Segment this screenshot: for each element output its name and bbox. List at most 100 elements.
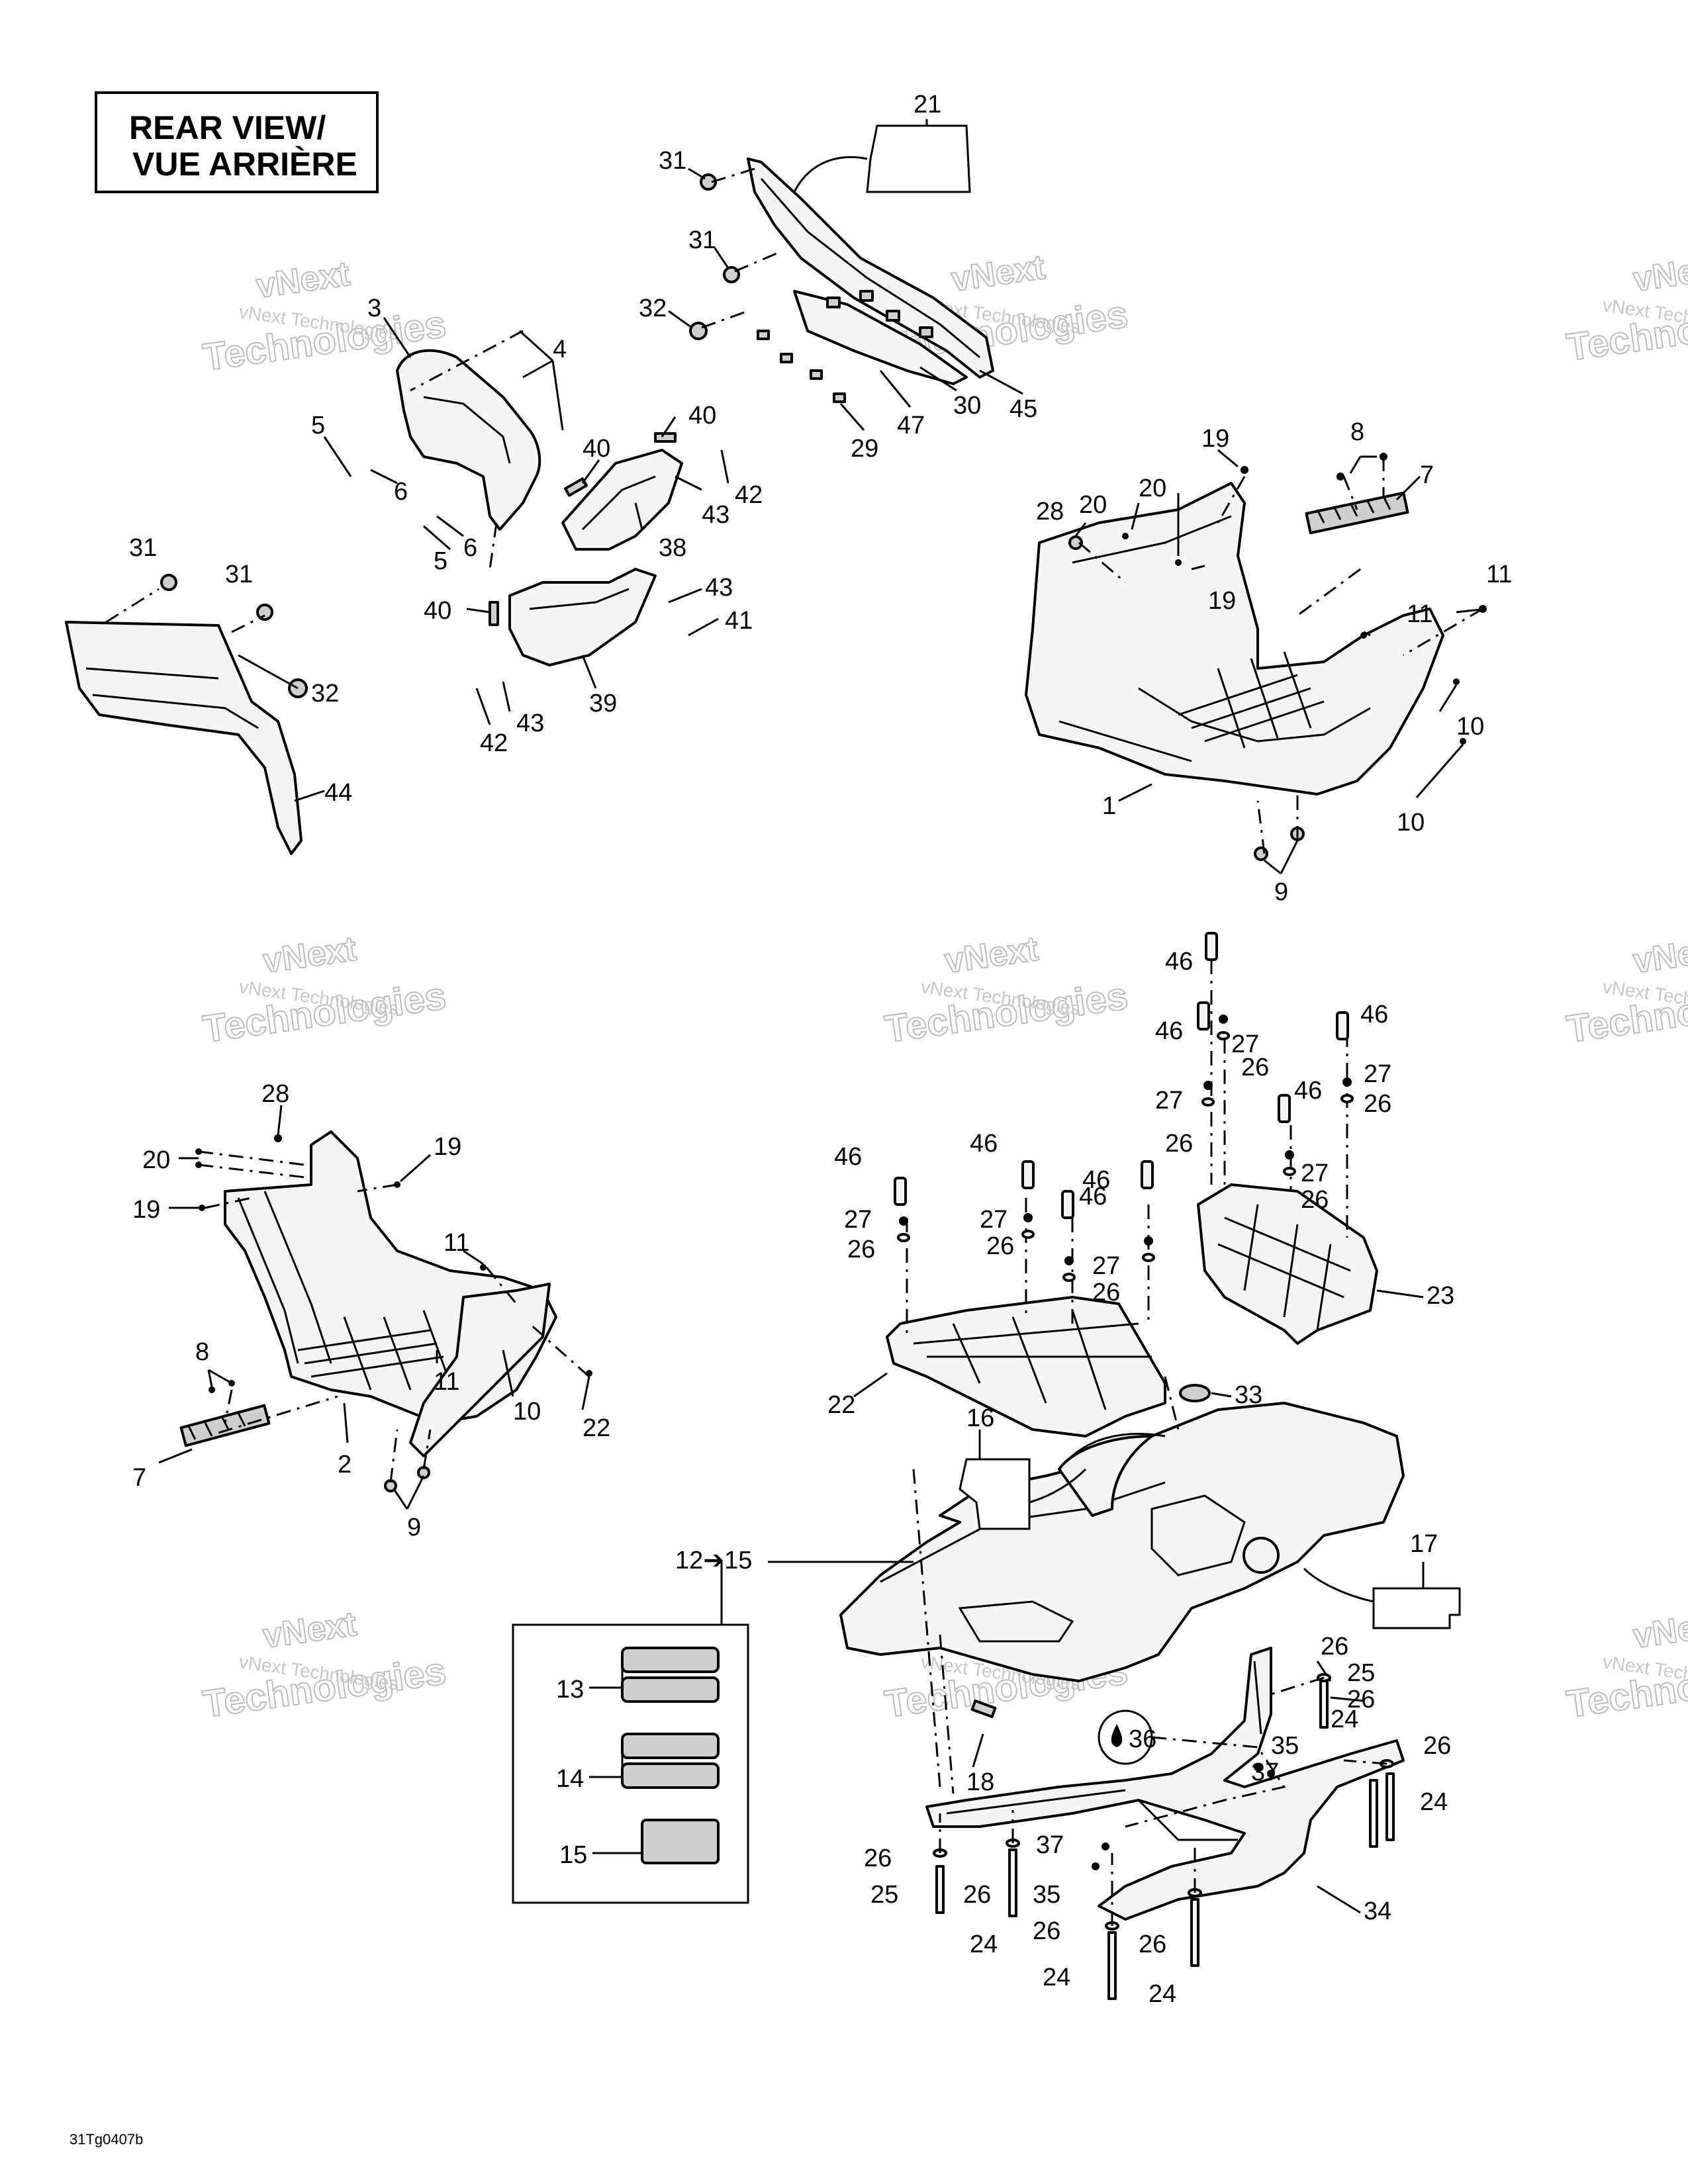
fastener-nut [256, 604, 273, 621]
callout-9: 9 [407, 1514, 421, 1541]
callout-17: 17 [1410, 1530, 1438, 1558]
leader-line [502, 1349, 514, 1397]
leader-line [714, 248, 729, 269]
bolt-24 [1190, 1898, 1199, 1967]
leader-line [393, 1488, 408, 1510]
part-rear-fender-body [839, 1402, 1405, 1682]
bolt-24 [1385, 1772, 1395, 1841]
leader-line [551, 360, 564, 431]
nut-27 [1203, 1081, 1213, 1090]
view-title-box: REAR VIEW/ VUE ARRIÈRE [95, 91, 379, 193]
leader-line [1376, 1289, 1424, 1298]
part-side-bracket-edge [423, 396, 511, 464]
panel-top-right: 19 8 7 28 20 20 19 11 11 10 10 1 9 [1025, 418, 1512, 906]
fastener-screw [480, 1264, 487, 1271]
leader-line [522, 359, 553, 379]
callout-40: 40 [688, 402, 716, 430]
part-foot-peg-teeth [1316, 496, 1391, 523]
callout-21: 21 [914, 91, 941, 118]
callout-4: 4 [553, 336, 567, 363]
callout-8: 8 [195, 1338, 209, 1366]
assembly-line [939, 1676, 1387, 1926]
callout-3: 3 [367, 295, 381, 322]
callout-26: 26 [1033, 1917, 1060, 1945]
washer-26 [1142, 1253, 1155, 1262]
fastener-nut [160, 574, 177, 591]
part-right-footrest-edge [1138, 687, 1371, 743]
callout-31: 31 [659, 147, 686, 175]
callout-26: 26 [1165, 1130, 1193, 1158]
leader-line [634, 502, 643, 530]
fastener-screw [209, 1387, 215, 1393]
panel-bottom-right: 46 46 27 26 46 46 27 26 46 46 27 26 27 2… [512, 932, 1461, 2008]
fastener-nut [689, 322, 708, 340]
svg-text:vNext: vNext [261, 930, 359, 981]
callout-47: 47 [897, 412, 925, 439]
nut-27 [1144, 1236, 1153, 1246]
callout-39: 39 [589, 690, 617, 717]
callout-28: 28 [261, 1080, 289, 1108]
assembly-line [105, 588, 160, 623]
fastener-screw [1460, 738, 1466, 745]
callout-40: 40 [424, 597, 451, 625]
leader-line [406, 1475, 425, 1510]
assembly-line [711, 167, 755, 183]
callout-6: 6 [394, 478, 408, 506]
bolt-46 [894, 1177, 907, 1206]
fastener-clip [654, 432, 677, 443]
callout-22: 22 [583, 1414, 610, 1442]
view-title-line1: REAR VIEW/ [129, 109, 326, 146]
callout-40: 40 [583, 435, 610, 463]
part-rear-bumper-edge [1137, 1799, 1238, 1841]
callout-27: 27 [980, 1206, 1008, 1234]
callout-18: 18 [966, 1768, 994, 1796]
callout-26: 26 [1423, 1732, 1451, 1760]
part-fender-panel-stripe [92, 694, 259, 729]
part-right-footrest-grid [1178, 651, 1325, 749]
leader-line [661, 416, 677, 437]
liner-tab [919, 326, 933, 338]
assembly-line [1078, 457, 1483, 854]
leader-line [436, 515, 464, 537]
callout-44: 44 [324, 779, 352, 807]
leader-line [423, 525, 451, 551]
callout-24: 24 [1331, 1706, 1358, 1733]
bolt-46 [1205, 932, 1218, 961]
decal-warning-passenger [641, 1819, 720, 1864]
part-upper-guard [561, 449, 683, 551]
callout-10: 10 [513, 1398, 541, 1426]
callout-33: 33 [1235, 1381, 1262, 1409]
leader-line [207, 1369, 213, 1387]
assembly-line [231, 614, 265, 633]
decal-caution [621, 1733, 720, 1759]
leader-line [793, 156, 868, 193]
fastener-clip [833, 392, 846, 403]
bolt-46 [1278, 1094, 1291, 1123]
part-rear-rack [886, 1296, 1166, 1437]
callout-14: 14 [556, 1765, 584, 1793]
callout-46: 46 [1155, 1017, 1183, 1045]
callout-46: 46 [1294, 1077, 1322, 1105]
callout-31: 31 [688, 226, 716, 254]
leader-line [675, 475, 702, 491]
part-cap-33 [1179, 1384, 1211, 1402]
part-rear-fender-arch [747, 158, 994, 379]
fastener-clip [810, 369, 823, 380]
leader-line [158, 1448, 193, 1464]
callout-27: 27 [1301, 1160, 1329, 1187]
callout-27: 27 [1092, 1252, 1120, 1280]
watermark: vNext Technologies vNext Technologies [1564, 248, 1688, 370]
callout-38: 38 [659, 534, 686, 562]
bracket-18 [970, 1699, 997, 1719]
leader-line [1264, 859, 1282, 875]
svg-text:vNext: vNext [261, 1605, 359, 1656]
callout-23: 23 [1427, 1282, 1454, 1310]
assembly-line [701, 310, 749, 329]
washer-26 [1062, 1273, 1076, 1282]
fastener-screw [1453, 678, 1460, 685]
leader-line [1395, 475, 1421, 501]
leader-line [466, 608, 491, 614]
callout-6: 6 [463, 534, 477, 562]
nut-27 [1023, 1213, 1033, 1222]
decal-blank [1372, 1587, 1461, 1629]
